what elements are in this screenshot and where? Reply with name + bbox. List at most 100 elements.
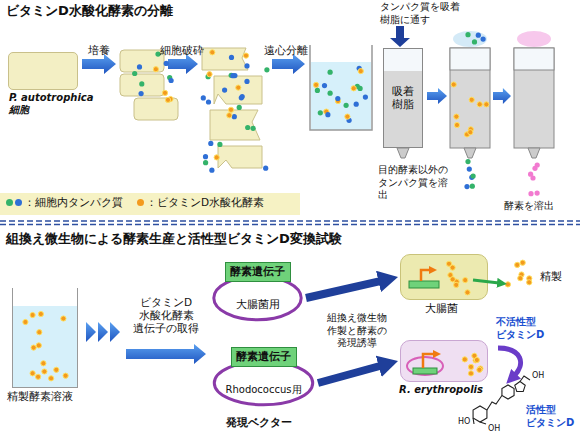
label: 培養 — [88, 44, 110, 58]
protein-dots — [206, 99, 211, 104]
protein-dots — [345, 114, 350, 119]
legend-swatch — [15, 199, 22, 206]
protein-dots — [322, 83, 327, 88]
protein-dots — [476, 33, 481, 38]
protein-dots — [451, 82, 456, 87]
label: 発現ベクター — [226, 416, 292, 430]
protein-dots — [462, 357, 467, 362]
vitamin-d-molecule — [515, 382, 525, 392]
protein-dots — [245, 125, 250, 130]
protein-dots — [232, 114, 237, 119]
broken-cells — [210, 110, 260, 140]
protein-dots — [532, 166, 537, 171]
expression-vector: Rhodococcus用酵素遺伝子 — [210, 357, 317, 409]
label: 目的酵素以外のタンパク質を溶出 — [378, 164, 452, 202]
protein-dots — [463, 278, 468, 283]
adsorption-column: 吸着樹脂 — [383, 48, 423, 148]
protein-dots — [354, 102, 359, 107]
protein-dots — [139, 81, 144, 86]
legend-text: ：ビタミンD水酸化酵素 — [146, 196, 264, 209]
label: 活性型 ビタミンD — [526, 404, 580, 429]
plasmid — [407, 357, 443, 375]
process-arrow — [493, 88, 511, 104]
label: 不活性型 ビタミンD — [496, 316, 556, 341]
legend-swatch — [137, 199, 144, 206]
title: ビタミンD水酸化酵素の分離 — [6, 3, 173, 19]
protein-dots — [505, 260, 532, 287]
protein-dots — [227, 113, 232, 118]
protein-dots — [137, 64, 142, 69]
cell-contents — [401, 341, 489, 383]
expression-arrow — [421, 270, 431, 281]
process-arrow — [318, 365, 383, 383]
protein-dots — [38, 311, 43, 316]
label: HO — [458, 417, 470, 427]
protein-dots — [210, 50, 215, 55]
protein-dots — [207, 72, 212, 77]
protein-dots — [454, 282, 459, 287]
protein-dots — [264, 67, 269, 72]
purify-arrow — [473, 280, 499, 283]
protein-dots — [484, 102, 489, 107]
vitamin-d-molecule — [502, 385, 514, 399]
protein-dots — [164, 61, 169, 66]
legend-band — [0, 193, 300, 215]
chevrons — [86, 322, 96, 342]
separator — [0, 224, 580, 226]
column-outlet — [397, 148, 409, 158]
protein-dots — [139, 91, 144, 96]
column — [528, 148, 540, 158]
protein-dots — [471, 173, 476, 178]
protein-dots — [465, 290, 470, 295]
broken-cells — [218, 146, 262, 168]
protein-dots — [467, 167, 472, 172]
protein-dots — [518, 276, 523, 281]
protein-dots — [222, 88, 227, 93]
protein-dots — [244, 79, 249, 84]
e-coli-cell: 大腸菌 — [400, 254, 488, 300]
protein-dots — [228, 107, 233, 112]
protein-dots — [201, 95, 206, 100]
protein-dots — [450, 277, 455, 282]
protein-dots — [132, 52, 174, 103]
protein-dots — [30, 371, 35, 376]
label: OH — [532, 371, 544, 381]
separator — [0, 220, 580, 222]
label: 細胞破砕 — [160, 44, 204, 58]
protein-dots — [236, 85, 241, 90]
protein-dots — [162, 90, 167, 95]
protein-dots — [63, 373, 68, 378]
protein-dots — [263, 166, 268, 171]
process-arrow — [306, 281, 382, 298]
protein-dots — [505, 282, 510, 287]
protein-dots — [464, 184, 469, 189]
protein-dots — [315, 88, 320, 93]
legend-dot — [6, 199, 13, 206]
legend-item: ：細胞内タンパク質 — [6, 196, 123, 209]
node-text: 酵素遺伝子 — [230, 265, 285, 278]
protein-dots — [37, 330, 42, 335]
protein-dots — [244, 63, 249, 68]
vector-ring — [214, 276, 301, 320]
gene-box: 酵素遺伝子 — [231, 347, 297, 367]
protein-dots — [153, 67, 158, 72]
protein-dots — [243, 53, 248, 58]
node-text: P. autotrophica 細胞 — [9, 92, 104, 116]
protein-dots — [451, 82, 489, 137]
protein-dots — [318, 110, 323, 115]
protein-dots — [470, 184, 475, 189]
protein-dots — [344, 103, 349, 108]
protein-dots — [31, 345, 36, 350]
protein-dots — [477, 367, 482, 372]
protein-dots — [251, 126, 256, 131]
protein-dots — [450, 265, 455, 270]
protein-dots — [335, 96, 340, 101]
legend-item: ：ビタミンD水酸化酵素 — [137, 196, 264, 209]
protein-dots — [465, 32, 470, 37]
centrifuge-beaker — [311, 62, 371, 130]
label: 組換え微生物による酵素生産と活性型ビタミンD変換試験 — [6, 231, 342, 247]
conversion-arrow — [498, 348, 521, 376]
protein-dots — [325, 112, 330, 117]
node-text: 吸着樹脂 — [391, 85, 415, 111]
